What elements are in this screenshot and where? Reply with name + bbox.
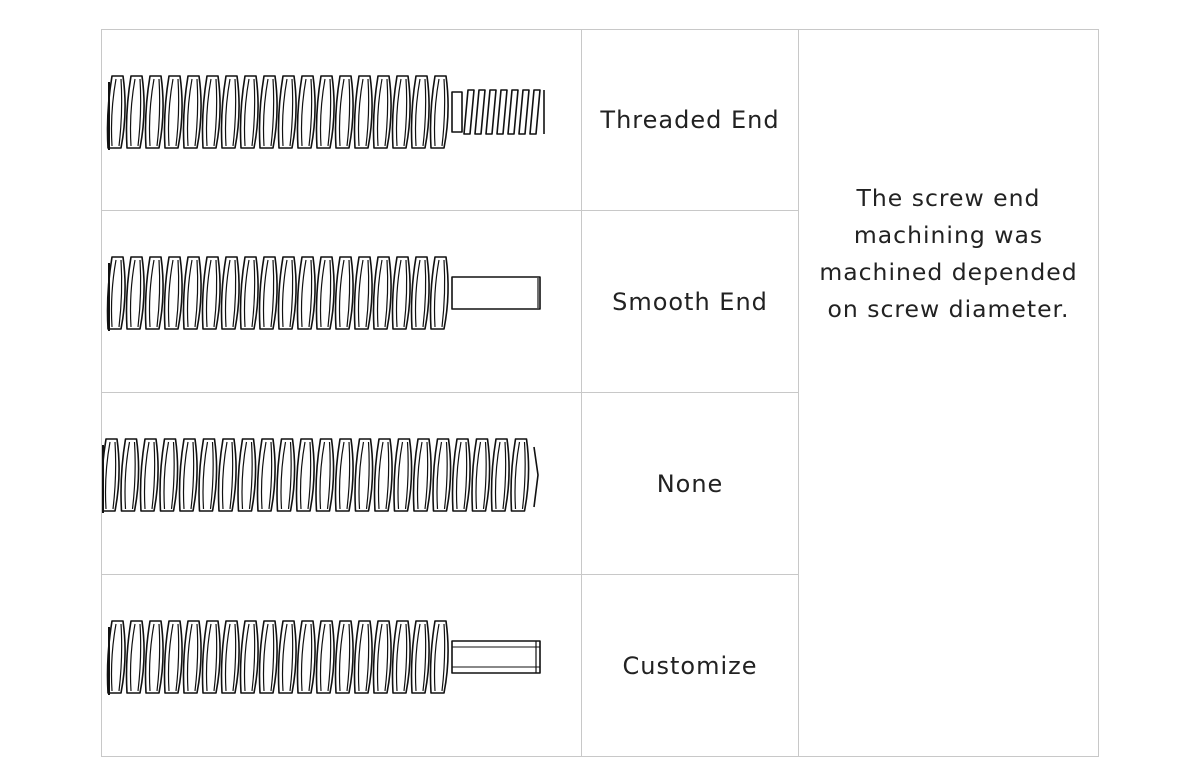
no-end-screw-image xyxy=(102,393,581,573)
smooth-end-screw-image xyxy=(102,211,581,391)
table-border-bottom xyxy=(101,756,1099,757)
column-divider-2 xyxy=(798,29,799,757)
label-threaded-end: Threaded End xyxy=(600,105,780,134)
threaded-end-screw-image xyxy=(102,30,581,210)
table-border-left xyxy=(101,29,102,757)
row-divider-1 xyxy=(101,210,799,211)
column-divider-1 xyxy=(581,29,582,757)
smooth-end-screw-drawing xyxy=(106,256,541,331)
no-end-screw-drawing xyxy=(102,438,539,513)
threaded-end-screw-drawing xyxy=(106,75,545,150)
customize-end-screw-image xyxy=(102,575,581,755)
customize-end-screw-drawing xyxy=(106,620,541,695)
table-border-right xyxy=(1098,29,1099,757)
label-none: None xyxy=(656,469,724,498)
table-border-top xyxy=(101,29,1099,30)
row-divider-3 xyxy=(101,574,799,575)
note-text: The screw end machining was machined dep… xyxy=(819,184,1078,323)
row-divider-2 xyxy=(101,392,799,393)
label-customize: Customize xyxy=(622,651,758,680)
note-cell: The screw end machining was machined dep… xyxy=(799,30,1098,756)
label-smooth-end: Smooth End xyxy=(612,287,768,316)
